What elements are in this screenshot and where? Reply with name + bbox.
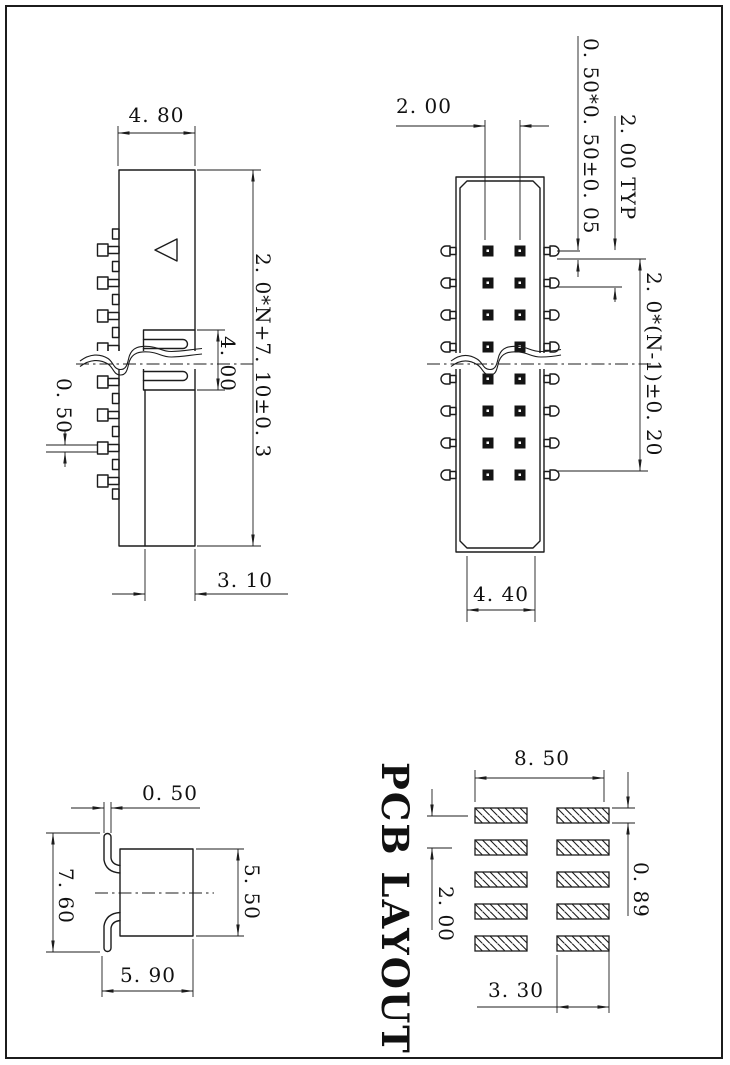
smt-body-outline: [119, 848, 194, 937]
dim-smt-body-height: 5. 50: [196, 848, 264, 937]
dim-pad-width: 3. 30: [477, 939, 610, 1013]
dim-label: 8. 50: [514, 746, 570, 770]
dim-pin-thickness: 0. 50: [46, 378, 97, 467]
dim-pin-row-span: 2. 0*(N-1)±0. 20: [638, 258, 666, 472]
dim-label: 7. 60: [54, 868, 78, 924]
front-cavity-chamfered: [459, 180, 541, 549]
dim-pad-pitch: 2. 00: [427, 789, 468, 942]
dim-column-pitch: 2. 00: [396, 94, 549, 240]
dim-smt-overall-width: 5. 90: [101, 939, 194, 997]
break-line: [450, 351, 562, 376]
dim-label: 2. 00: [396, 94, 452, 118]
dim-label: 5. 50: [240, 864, 264, 920]
pcb-pads: [474, 807, 610, 952]
dim-socket-depth: 4. 00: [197, 329, 240, 392]
dim-label: 0. 50: [142, 781, 198, 805]
dim-lead-width: 0. 50: [71, 781, 200, 833]
dim-pin-cross-section: 0. 50*0. 50±0. 05: [576, 36, 603, 277]
lower-gullwing-lead: [103, 911, 121, 953]
dim-label: 0. 50: [52, 378, 76, 434]
dim-pad-height: 0. 89: [612, 772, 653, 918]
dim-label: 3. 30: [488, 978, 544, 1002]
dim-label: 5. 90: [120, 963, 176, 987]
break-line: [450, 345, 562, 371]
dim-label: 4. 40: [473, 582, 529, 606]
dim-label: 4. 80: [129, 103, 185, 127]
dim-label: 4. 00: [216, 336, 240, 392]
contact-pin-lower: [142, 370, 189, 382]
dim-label: 0. 89: [629, 862, 653, 918]
upper-gullwing-lead: [103, 832, 121, 874]
pcb-layout-title: PCB LAYOUT: [373, 762, 417, 1055]
polarity-triangle-mark: [154, 238, 178, 262]
dim-base-offset: 3. 10: [112, 549, 288, 601]
dim-side-overall-height: 2. 0*N+7. 10±0. 3: [197, 169, 275, 547]
front-view: 2. 00 0. 50*0. 50±0. 05 2. 00 TYP 2. 0*(…: [396, 36, 666, 622]
dim-label: 2. 0*N+7. 10±0. 3: [251, 253, 275, 458]
dim-smt-overall-height: 7. 60: [46, 832, 100, 953]
smt-lead-view: 0. 50 7. 60 5. 50 5. 90: [46, 781, 264, 997]
dim-row-pitch: 2. 00 TYP: [613, 114, 640, 302]
contact-pin-upper: [142, 338, 189, 350]
dim-front-base-width: 4. 40: [466, 556, 536, 622]
break-line: [79, 345, 203, 371]
dim-label: 2. 0*(N-1)±0. 20: [642, 272, 666, 456]
dim-label: 2. 00: [434, 886, 458, 942]
sheet-border: [5, 5, 723, 1059]
dim-pad-span: 8. 50: [474, 746, 605, 802]
dim-side-top-width: 4. 80: [117, 103, 196, 166]
dim-label: 2. 00 TYP: [616, 114, 640, 220]
pcb-layout: PCB LAYOUT 8. 50 2. 00: [373, 746, 653, 1055]
side-body-outline: [118, 169, 196, 547]
dim-label: 3. 10: [217, 568, 273, 592]
dim-label: 0. 50*0. 50±0. 05: [579, 38, 603, 234]
side-view: 4. 80 2. 0*N+7. 10±0. 3 4. 00 0. 50: [46, 103, 288, 601]
